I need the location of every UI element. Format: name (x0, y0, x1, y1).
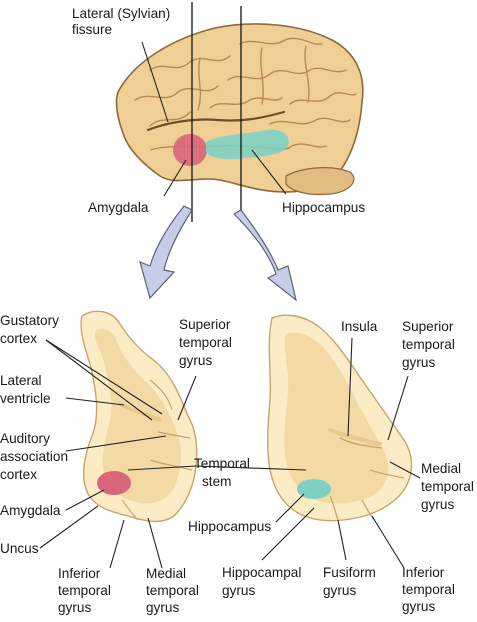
label-lateral-fissure: Lateral (Sylvian) fissure (72, 6, 174, 37)
label-amygdala-top: Amygdala (88, 200, 149, 215)
leader-superior-left (177, 375, 197, 421)
leader-hippocampal-gyrus (261, 507, 315, 561)
hippocampus-highlight-right (297, 479, 331, 499)
leader-lateral-ventricle (65, 397, 125, 406)
leader-fissure (141, 41, 169, 123)
right-sulci (329, 437, 405, 521)
coronal-section-right (266, 314, 413, 522)
label-uncus: Uncus (0, 541, 39, 556)
arrow-left (139, 205, 193, 300)
leader-gustatory-1 (45, 339, 163, 415)
label-medial-temporal-left: Medial temporal gyrus (146, 566, 203, 615)
leader-lines-top (141, 41, 287, 197)
cerebellum (285, 167, 355, 196)
label-hippocampal-gyrus: Hippocampal gyrus (222, 565, 305, 598)
right-section-white-matter (284, 332, 389, 504)
labels: Lateral (Sylvian) fissure Amygdala Hippo… (0, 6, 477, 615)
hippocampus-highlight-top (206, 129, 289, 160)
label-insula: Insula (341, 319, 378, 334)
brain-lateral-view (115, 2, 364, 222)
leader-amygdala-top (163, 159, 187, 197)
left-section-white-matter (94, 328, 182, 504)
label-lateral-ventricle: Lateral ventricle (0, 373, 51, 406)
label-fusiform-gyrus: Fusiform gyrus (323, 565, 380, 598)
leader-hippocampus-right (275, 493, 305, 523)
label-inferior-temporal-left: Inferior temporal gyrus (58, 566, 115, 615)
label-temporal-stem: Temporal stem (194, 456, 254, 489)
leader-temporal-stem-2 (195, 465, 307, 471)
leader-fusiform (337, 519, 347, 561)
label-amygdala-left: Amygdala (0, 503, 61, 518)
label-superior-temporal-right: Superior temporal gyrus (402, 319, 459, 370)
leader-temporal-stem-1 (127, 465, 197, 471)
label-inferior-temporal-right: Inferior temporal gyrus (402, 565, 459, 614)
section-arrows (139, 205, 297, 302)
leader-medial-right (389, 461, 421, 479)
leader-insula (347, 337, 353, 437)
label-superior-temporal-left: Superior temporal gyrus (179, 317, 236, 368)
amygdala-highlight-top (173, 134, 207, 166)
arrow-right (233, 209, 297, 302)
leader-auditory (65, 435, 167, 452)
label-auditory-cortex: Auditory association cortex (0, 431, 72, 482)
leader-medial-left (147, 517, 163, 569)
right-insula-cleft (328, 428, 382, 446)
gyri-texture (134, 37, 357, 151)
label-hippocampus-top: Hippocampus (282, 200, 365, 215)
leader-gustatory-2 (45, 339, 153, 421)
leader-lines-bottom (39, 337, 421, 569)
label-gustatory-cortex: Gustatory cortex (0, 313, 63, 346)
leader-uncus (39, 505, 99, 549)
label-medial-temporal-right: Medial temporal gyrus (421, 461, 477, 512)
brain-outline (115, 23, 364, 193)
leader-inferior-right (371, 515, 405, 569)
coronal-section-left (80, 310, 198, 523)
label-hippocampus-right: Hippocampus (188, 519, 271, 534)
lateral-sylvian-fissure (146, 110, 286, 132)
leader-hippocampus-top (251, 149, 287, 195)
leader-superior-right (387, 375, 409, 441)
leader-amygdala-left (65, 489, 105, 511)
left-sulci (121, 379, 193, 521)
left-ventricle-slit (118, 402, 162, 422)
amygdala-highlight-left (97, 471, 131, 495)
leader-inferior-left (109, 519, 125, 569)
